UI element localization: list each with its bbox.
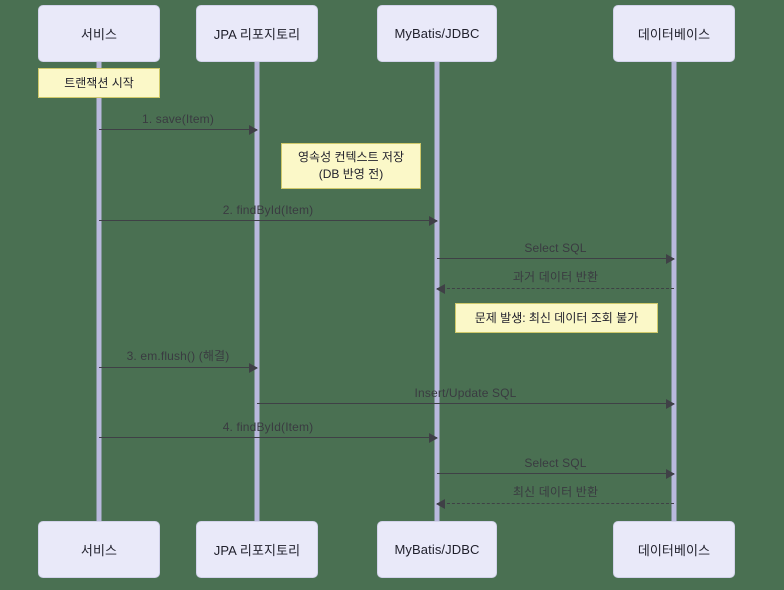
msg-flush[interactable]: 3. em.flush() (해결) — [99, 349, 258, 373]
message-label: 4. findById(Item) — [222, 420, 314, 434]
message-label: 3. em.flush() (해결) — [126, 349, 230, 363]
participant-database-bottom[interactable]: 데이터베이스 — [613, 521, 735, 578]
message-line — [437, 503, 674, 504]
note-persistence-context[interactable]: 영속성 컨텍스트 저장 (DB 반영 전) — [281, 143, 421, 189]
message-label: Select SQL — [524, 456, 587, 470]
arrowhead-right-icon — [249, 125, 258, 135]
participant-service-bottom[interactable]: 서비스 — [38, 521, 160, 578]
msg-save[interactable]: 1. save(Item) — [99, 112, 258, 135]
message-label: 2. findById(Item) — [222, 203, 314, 217]
message-label: Insert/Update SQL — [414, 386, 517, 400]
participant-label: JPA 리포지토리 — [213, 543, 301, 558]
message-line — [99, 367, 257, 368]
participant-label: 서비스 — [80, 27, 118, 42]
arrowhead-right-icon — [666, 399, 675, 409]
participant-jpa-bottom[interactable]: JPA 리포지토리 — [196, 521, 318, 578]
msg-insert-update[interactable]: Insert/Update SQL — [257, 386, 675, 409]
message-line — [437, 258, 674, 259]
arrowhead-right-icon — [429, 433, 438, 443]
lifeline-jpa — [254, 62, 260, 521]
participant-jpa[interactable]: JPA 리포지토리 — [196, 5, 318, 62]
msg-findbyid-2[interactable]: 4. findById(Item) — [99, 420, 438, 443]
message-line — [437, 288, 674, 289]
msg-select-sql-1[interactable]: Select SQL — [437, 241, 675, 264]
message-line — [99, 220, 437, 221]
note-text-line: (DB 반영 전) — [318, 167, 384, 181]
participant-label: JPA 리포지토리 — [213, 27, 301, 42]
lifeline-database — [671, 62, 677, 521]
participant-label: 데이터베이스 — [637, 27, 711, 42]
message-line — [99, 437, 437, 438]
arrowhead-right-icon — [666, 254, 675, 264]
participant-database[interactable]: 데이터베이스 — [613, 5, 735, 62]
message-label: 1. save(Item) — [142, 112, 214, 126]
participant-label: 데이터베이스 — [637, 543, 711, 558]
note-text-line: 영속성 컨텍스트 저장 — [297, 150, 405, 164]
arrowhead-left-icon — [436, 284, 445, 294]
arrowhead-right-icon — [429, 216, 438, 226]
arrowhead-right-icon — [249, 363, 258, 373]
message-line — [437, 473, 674, 474]
participant-label: MyBatis/JDBC — [394, 26, 480, 41]
msg-select-sql-2[interactable]: Select SQL — [437, 456, 675, 479]
participant-mybatis-bottom[interactable]: MyBatis/JDBC — [377, 521, 497, 578]
participant-mybatis[interactable]: MyBatis/JDBC — [377, 5, 497, 62]
note-text-line: 문제 발생: 최신 데이터 조회 불가 — [474, 310, 639, 325]
participant-label: 서비스 — [80, 543, 118, 558]
arrowhead-right-icon — [666, 469, 675, 479]
msg-findbyid-1[interactable]: 2. findById(Item) — [99, 203, 438, 226]
arrowhead-left-icon — [436, 499, 445, 509]
note-text-line: 트랜잭션 시작 — [64, 75, 134, 90]
note-problem[interactable]: 문제 발생: 최신 데이터 조회 불가 — [455, 303, 658, 333]
msg-fresh-data[interactable]: 최신 데이터 반환 — [436, 485, 674, 509]
message-label: 최신 데이터 반환 — [512, 485, 599, 499]
participant-label: MyBatis/JDBC — [394, 542, 480, 557]
participant-service[interactable]: 서비스 — [38, 5, 160, 62]
lifeline-service — [96, 62, 102, 521]
message-line — [99, 129, 257, 130]
message-label: 과거 데이터 반환 — [512, 270, 599, 284]
msg-stale-data[interactable]: 과거 데이터 반환 — [436, 270, 674, 294]
message-label: Select SQL — [524, 241, 587, 255]
note-transaction-start[interactable]: 트랜잭션 시작 — [38, 68, 160, 98]
message-line — [257, 403, 674, 404]
